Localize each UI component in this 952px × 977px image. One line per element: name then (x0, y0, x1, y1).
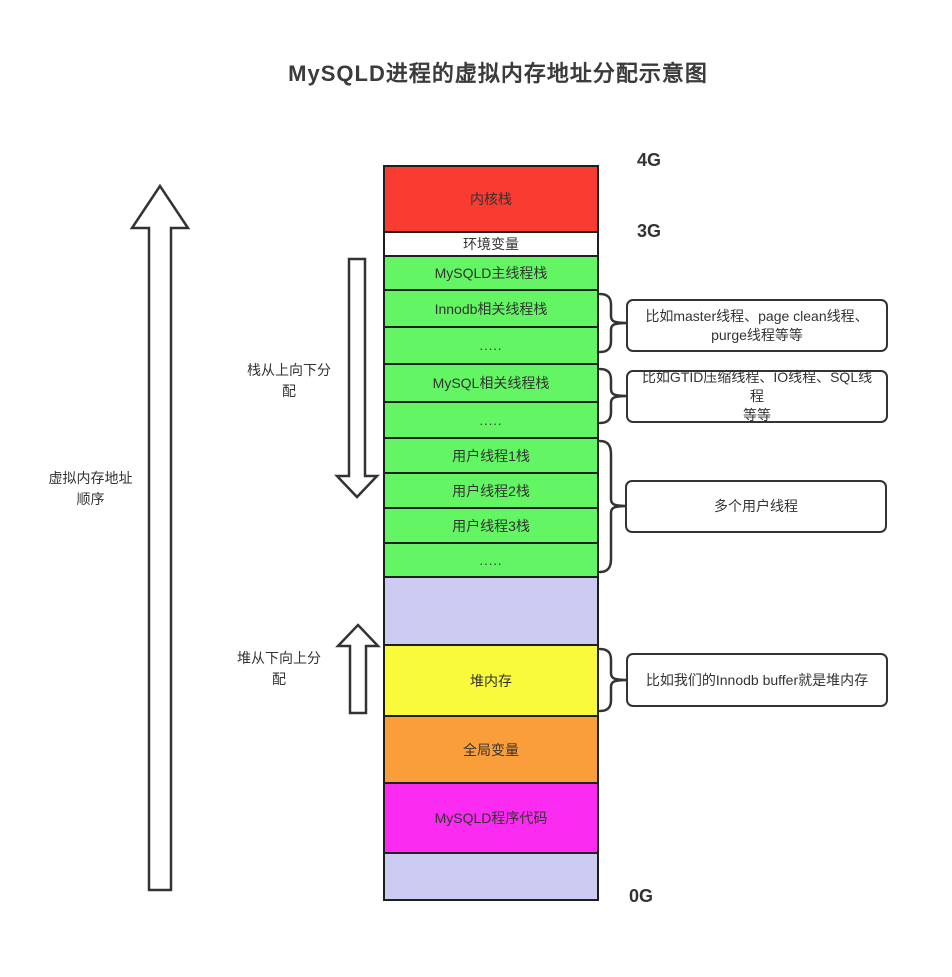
page-title: MySQLD进程的虚拟内存地址分配示意图 (288, 61, 708, 86)
callout-mysql-threads: 比如GTID压缩线程、IO线程、SQL线程 等等 (626, 369, 888, 423)
memory-order-label: 虚拟内存地址 顺序 (28, 468, 153, 510)
heap-alloc-label: 堆从下向上分 配 (229, 648, 329, 690)
segment-label: Innodb相关线程栈 (434, 300, 548, 317)
segment-user-thread2-stack: 用户线程2栈 (385, 474, 597, 509)
segment-dots-2: ..... (385, 403, 597, 439)
callout-line1: 比如GTID压缩线程、IO线程、SQL线程 (641, 369, 873, 404)
address-marker-4g: 4G (637, 150, 662, 170)
segment-label: MySQLD主线程栈 (434, 265, 548, 281)
segment-label: 内核栈 (470, 191, 512, 207)
segment-kernel-stack: 内核栈 (385, 167, 597, 233)
segment-unused-upper (385, 578, 597, 646)
heap-alloc-label-line1: 堆从下向上分 (237, 650, 321, 666)
callout-line2: 等等 (743, 407, 771, 423)
address-marker-0g: 0G (629, 886, 654, 906)
address-marker-3g: 3G (637, 221, 662, 241)
stack-alloc-label-line1: 栈从上向下分 (247, 362, 331, 378)
segment-dots-3: ..... (385, 544, 597, 578)
heap-alloc-label-line2: 配 (272, 671, 286, 687)
stack-alloc-label: 栈从上向下分 配 (239, 360, 339, 402)
segment-label: 用户线程2栈 (452, 482, 530, 499)
callout-line2: purge线程等等 (711, 326, 803, 343)
segment-label: 用户线程3栈 (452, 517, 530, 534)
segment-program-code: MySQLD程序代码 (385, 784, 597, 854)
segment-innodb-thread-stack: Innodb相关线程栈 (385, 291, 597, 328)
segment-user-thread3-stack: 用户线程3栈 (385, 509, 597, 544)
segment-env-vars: 环境变量 (385, 233, 597, 257)
segment-user-thread1-stack: 用户线程1栈 (385, 439, 597, 474)
callout-line1: 多个用户线程 (714, 498, 798, 514)
segment-mysql-thread-stack: MySQL相关线程栈 (385, 365, 597, 403)
segment-label: 用户线程1栈 (452, 447, 530, 464)
memory-order-up-arrow (129, 183, 191, 892)
segment-label: MySQLD程序代码 (434, 810, 548, 826)
callout-heap: 比如我们的Innodb buffer就是堆内存 (626, 653, 888, 707)
callout-line1: 比如master线程、page clean线程、 (645, 307, 869, 324)
callout-innodb-threads: 比如master线程、page clean线程、 purge线程等等 (626, 299, 888, 352)
segment-label: ..... (479, 338, 503, 353)
segment-label: ..... (479, 412, 503, 428)
stack-alloc-label-line2: 配 (282, 383, 296, 399)
segment-globals: 全局变量 (385, 717, 597, 784)
callout-user-threads: 多个用户线程 (625, 480, 887, 533)
heap-alloc-up-arrow (335, 623, 381, 715)
segment-label: 全局变量 (463, 741, 519, 758)
segment-unused-lower (385, 854, 597, 899)
segment-label: 堆内存 (470, 672, 512, 689)
segment-label: ..... (479, 552, 503, 568)
segment-label: 环境变量 (463, 236, 519, 252)
memory-stack: 内核栈 环境变量 MySQLD主线程栈 Innodb相关线程栈 ..... My… (383, 165, 599, 901)
segment-dots-1: ..... (385, 328, 597, 365)
callout-line1: 比如我们的Innodb buffer就是堆内存 (645, 671, 869, 688)
segment-main-thread-stack: MySQLD主线程栈 (385, 257, 597, 291)
stack-alloc-down-arrow (334, 257, 380, 499)
segment-label: MySQL相关线程栈 (432, 375, 550, 391)
segment-heap: 堆内存 (385, 646, 597, 717)
memory-order-label-line2: 顺序 (76, 491, 105, 507)
memory-order-label-line1: 虚拟内存地址 (48, 470, 133, 486)
